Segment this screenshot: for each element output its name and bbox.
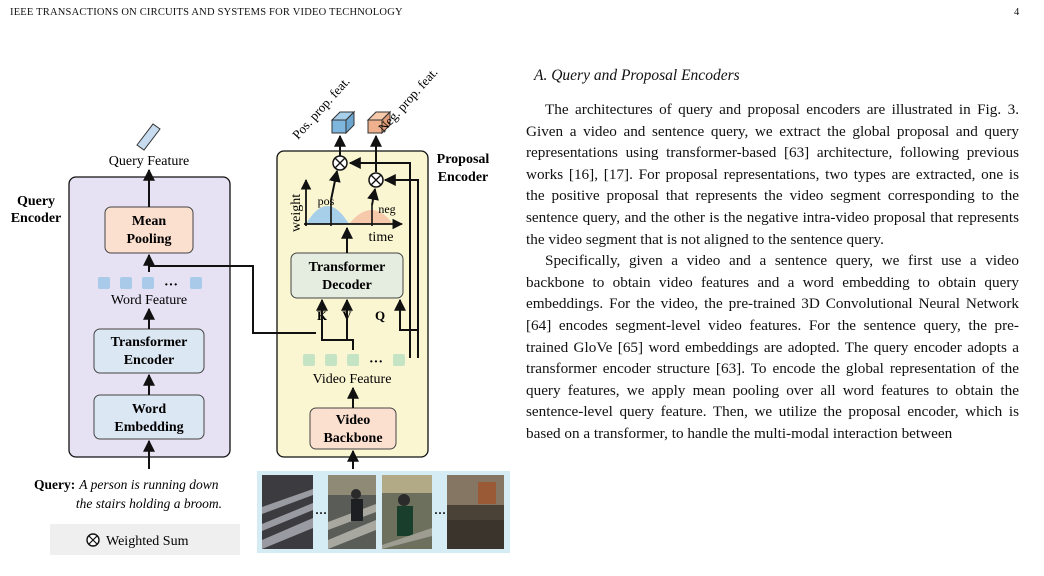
proposal-encoder-title-2: Encoder [438,170,489,185]
neg-prop-feat-icon [366,110,392,135]
word-embedding-label-1: Word [132,402,166,417]
word-feature-tokens [98,277,202,289]
mean-pooling-label-2: Pooling [126,232,171,247]
query-feature-label: Query Feature [109,154,189,169]
video-backbone-label-1: Video [336,413,370,428]
query-encoder-title-1: Query [17,194,55,209]
video-ellipsis: ··· [369,355,383,370]
weighted-sum-legend-icon [86,533,100,547]
video-feature-label: Video Feature [313,372,392,387]
mean-pooling-label-1: Mean [132,214,166,229]
video-frame-3 [382,475,432,549]
video-feature-tokens [303,354,405,366]
q-label: Q [375,308,385,323]
pos-label: pos [318,194,335,208]
weighted-sum-pos-icon [332,155,348,171]
paragraph-2: Specifically, given a video and a senten… [526,252,1019,442]
query-sentence-line-1: Query:A person is running down [34,477,219,492]
proposal-encoder-arrows [149,134,419,469]
query-encoder-title-2: Encoder [11,211,62,226]
figure-3: Query Encoder Query Feature Mean Pooling… [11,65,510,555]
word-feature-label: Word Feature [111,293,187,308]
weight-axis-label: weight [289,194,304,232]
journal-header: IEEE TRANSACTIONS ON CIRCUITS AND SYSTEM… [10,7,403,18]
page-number: 4 [1014,7,1020,18]
video-frame-2 [328,475,376,549]
transformer-encoder-label-1: Transformer [111,335,188,350]
transformer-decoder-label-1: Transformer [309,260,386,275]
legend-box [50,524,240,555]
transformer-encoder-label-2: Encoder [124,353,175,368]
body-text: The architectures of query and proposal … [526,99,1019,445]
video-frame-1 [262,475,313,549]
frame-ellipsis-2: ··· [434,506,446,520]
neg-prop-feat-label: Neg. prop. feat. [375,65,440,135]
transformer-decoder-label-2: Decoder [322,278,372,293]
proposal-encoder-title-1: Proposal [437,152,490,167]
neg-label: neg [378,202,395,216]
video-frame-4 [447,475,504,549]
paragraph-1: The architectures of query and proposal … [526,101,1019,248]
video-backbone-label-2: Backbone [323,431,382,446]
pos-prop-feat-icon [330,110,356,135]
query-feature-icon [136,123,161,151]
frame-ellipsis-1: ··· [315,506,327,520]
word-ellipsis: ··· [164,278,178,293]
section-title: A. Query and Proposal Encoders [534,67,740,84]
weighted-sum-neg-icon [368,172,384,188]
weight-time-plot [300,178,404,230]
time-axis-label: time [369,230,394,245]
weighted-sum-legend-label: Weighted Sum [106,534,189,549]
query-sentence-line-2: the stairs holding a broom. [76,496,222,511]
word-embedding-label-2: Embedding [114,420,183,435]
